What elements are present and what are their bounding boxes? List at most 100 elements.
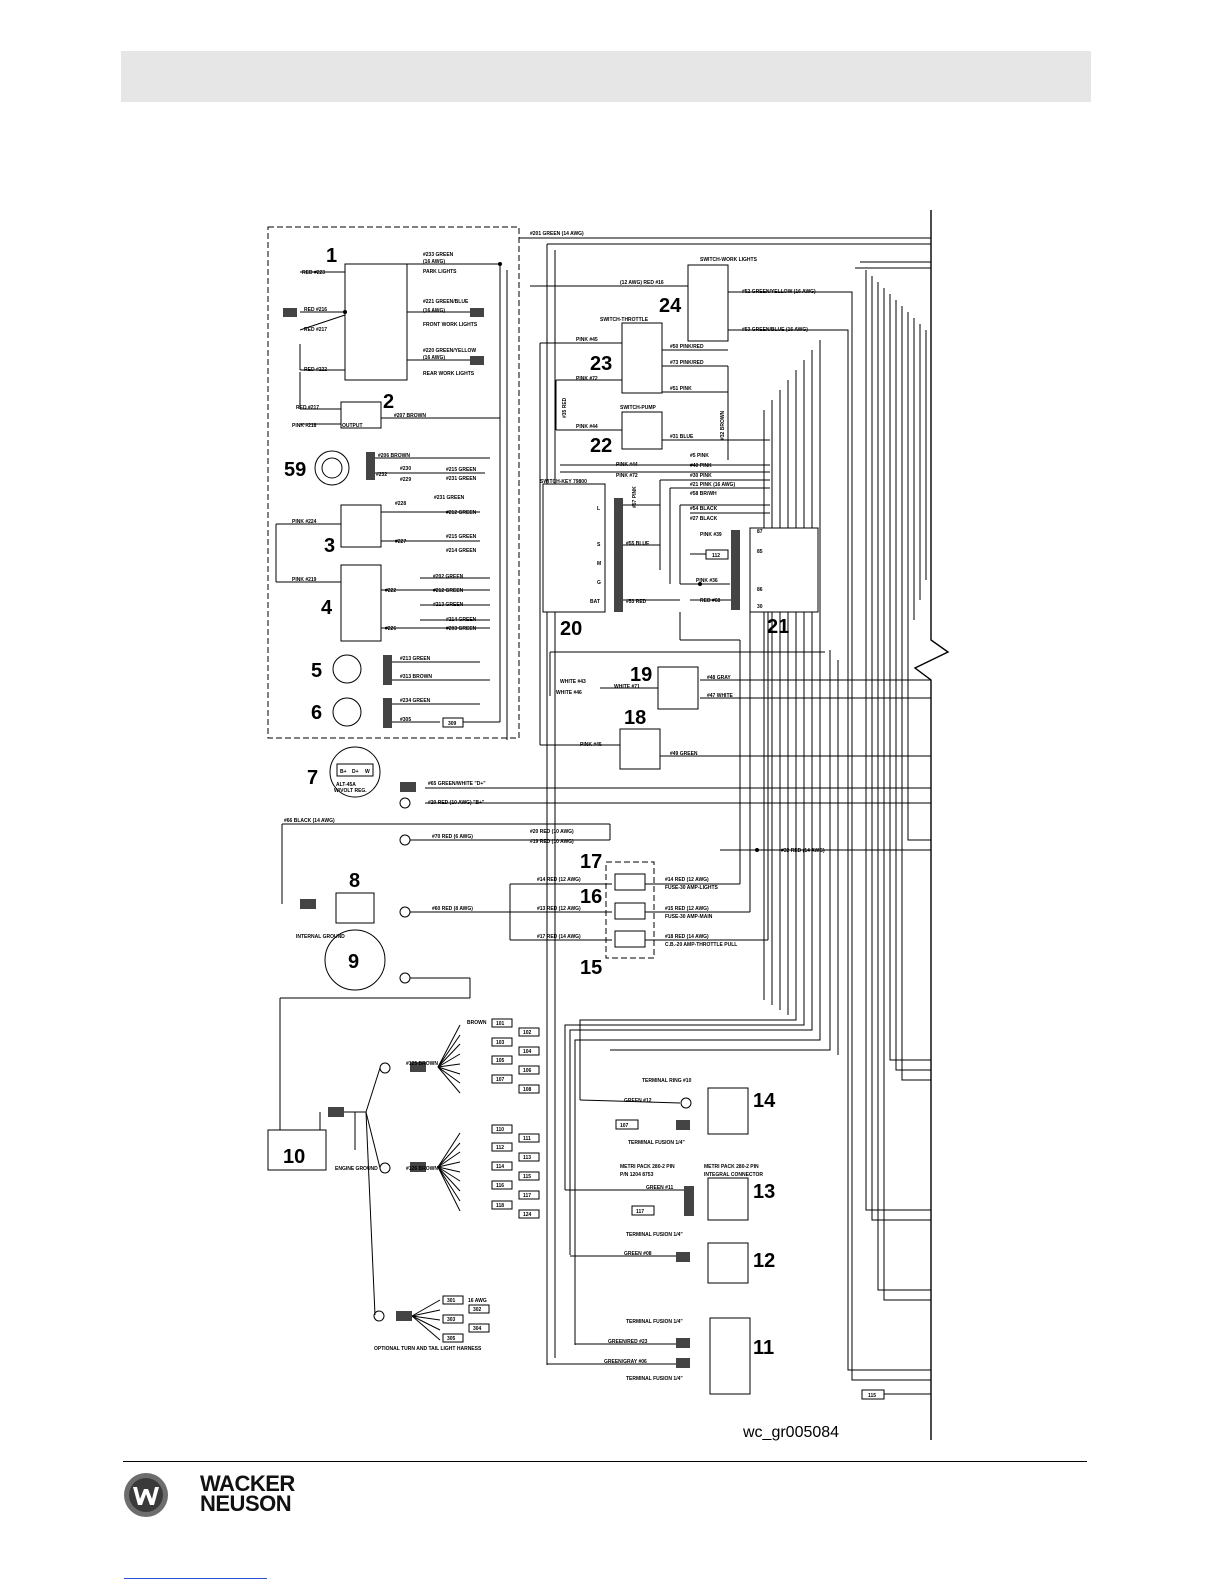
brand-name: WACKER NEUSON [200,1473,295,1515]
wire-label: #47 WHITE [707,693,734,699]
wire-label: TERMINAL FUSION 1/4" [626,1376,683,1382]
wire-label: 86 [757,587,763,593]
wire-label: #214 GREEN [446,548,477,554]
label-component-16: 16 [580,886,602,908]
wire-label: RED #217 [304,327,327,333]
wire-label: PINK #45 [576,337,598,343]
wire-label: #305 [400,717,411,723]
wire-label: SWITCH-THROTTLE [600,317,649,323]
wire-label: #5 PINK [690,453,709,459]
wire-label: 309 [448,721,457,727]
right-bus-line [913,210,950,1440]
wire-label: #201 GREEN (14 AWG) [530,231,584,237]
wire-label: B+ [340,769,347,775]
wire-label: #125 BROWN [406,1061,438,1067]
label-component-19: 19 [630,664,652,686]
wire-label: WHITE #43 [560,679,586,685]
wire-label: #212 GREEN [446,510,477,516]
wire-label: #231 GREEN [446,476,477,482]
label-component-10: 10 [283,1146,305,1168]
label-component-18: 18 [624,707,646,729]
component-2-flasher [340,401,382,429]
component-24-switch [687,264,729,342]
label-component-15: 15 [580,957,602,979]
wire-label: #234 GREEN [400,698,431,704]
wire-label: #231 GREEN [434,495,465,501]
wire-label: 305 [447,1336,456,1342]
wire-label: 116 [496,1183,504,1189]
wire-label: #126 BROWN [406,1166,438,1172]
wire-label: #73 PINK/RED [670,360,704,366]
wire-label: GREEN/RED #23 [608,1339,648,1345]
wire-label: FUSE-30 AMP-LIGHTS [665,885,719,891]
wire-label: PINK #44 [616,462,638,468]
label-component-22: 22 [590,435,612,457]
wire-label: INTEGRAL CONNECTOR [704,1172,763,1178]
wire-label: RED #216 [304,307,327,313]
wire-label: #50 PINK/RED [670,344,704,350]
wire-label: WHITE #46 [556,690,582,696]
wire-label: PINK #72 [576,376,598,382]
wire-label: #54 BLACK [690,506,718,512]
wire-label: 117 [636,1209,644,1215]
label-component-9: 9 [348,951,359,973]
label-component-17: 17 [580,851,602,873]
wire-label: #32 BROWN [720,410,726,440]
wire-label: OUTPUT [342,423,363,429]
wire-label: 301 [447,1298,456,1304]
wire-label: RED #217 [296,405,319,411]
wire-label: GREEN/GRAY #06 [604,1359,647,1365]
wire-label: #13 RED (12 AWG) [537,906,581,912]
wire-label: 106 [523,1068,532,1074]
label-component-12: 12 [753,1250,775,1272]
wire-label: #228 [395,501,406,507]
wire-label: #30 PINK [690,473,712,479]
wire-label: #214 GREEN [446,617,477,623]
wire-label: 115 [868,1393,876,1399]
wire-label: #58 BR/WH [690,491,717,497]
wire-label: #203 GREEN [446,626,477,632]
wire-label: (16 AWG) [423,259,445,265]
wire-label: #14 RED (12 AWG) [537,877,581,883]
wire-label: G [597,580,601,586]
wire-label: METRI PACK 280-2 PIN [704,1164,759,1170]
wire-label: #230 [400,466,411,472]
wire-label: #19 RED (10 AWG) [530,839,574,845]
wire-label: W [365,769,370,775]
wire-label: METRI PACK 280-2 PIN [620,1164,675,1170]
wire-label: #213 GREEN [400,656,431,662]
component-22-switch [621,411,663,450]
ground-fan-optional [411,1299,441,1341]
wire-label: L [597,506,600,512]
ground-fan-126 [437,1132,461,1212]
wire-label: M [597,561,601,567]
wire-label: 105 [496,1058,505,1064]
wire-label: PINK #72 [616,473,638,479]
wire-label: 16 AWG [468,1298,487,1304]
ground-terminals [442,1018,540,1343]
wire-label: #222 [385,588,396,594]
wire-label: 108 [523,1087,532,1093]
wire-label: 124 [523,1212,532,1218]
wire-label: #221 GREEN/BLUE [423,299,469,305]
wire-label: INTERNAL GROUND [296,934,345,940]
wire-label: (12 AWG) RED #16 [620,280,664,286]
wire-label: #229 [400,477,411,483]
wire-label: 115 [523,1174,531,1180]
wire-label: FUSE-30 AMP-MAIN [665,914,713,920]
wire-label: 107 [496,1077,505,1083]
wire-label: #70 RED (6 AWG) [432,834,473,840]
wire-label: 302 [473,1307,482,1313]
wire-label: #31 BLUE [670,434,694,440]
label-component-5: 5 [311,660,322,682]
label-component-3: 3 [324,535,335,557]
wire-label: 87 [757,529,763,535]
wire-label: 30 [757,604,763,610]
wacker-neuson-logo-icon [124,1473,168,1517]
wire-label: #57 PINK [632,486,638,508]
wire-label: 118 [496,1203,504,1209]
wire-label: #32 RED (14 AWG) [781,848,825,854]
wire-label: WHITE #71 [614,684,640,690]
page-header-bar [121,51,1091,102]
